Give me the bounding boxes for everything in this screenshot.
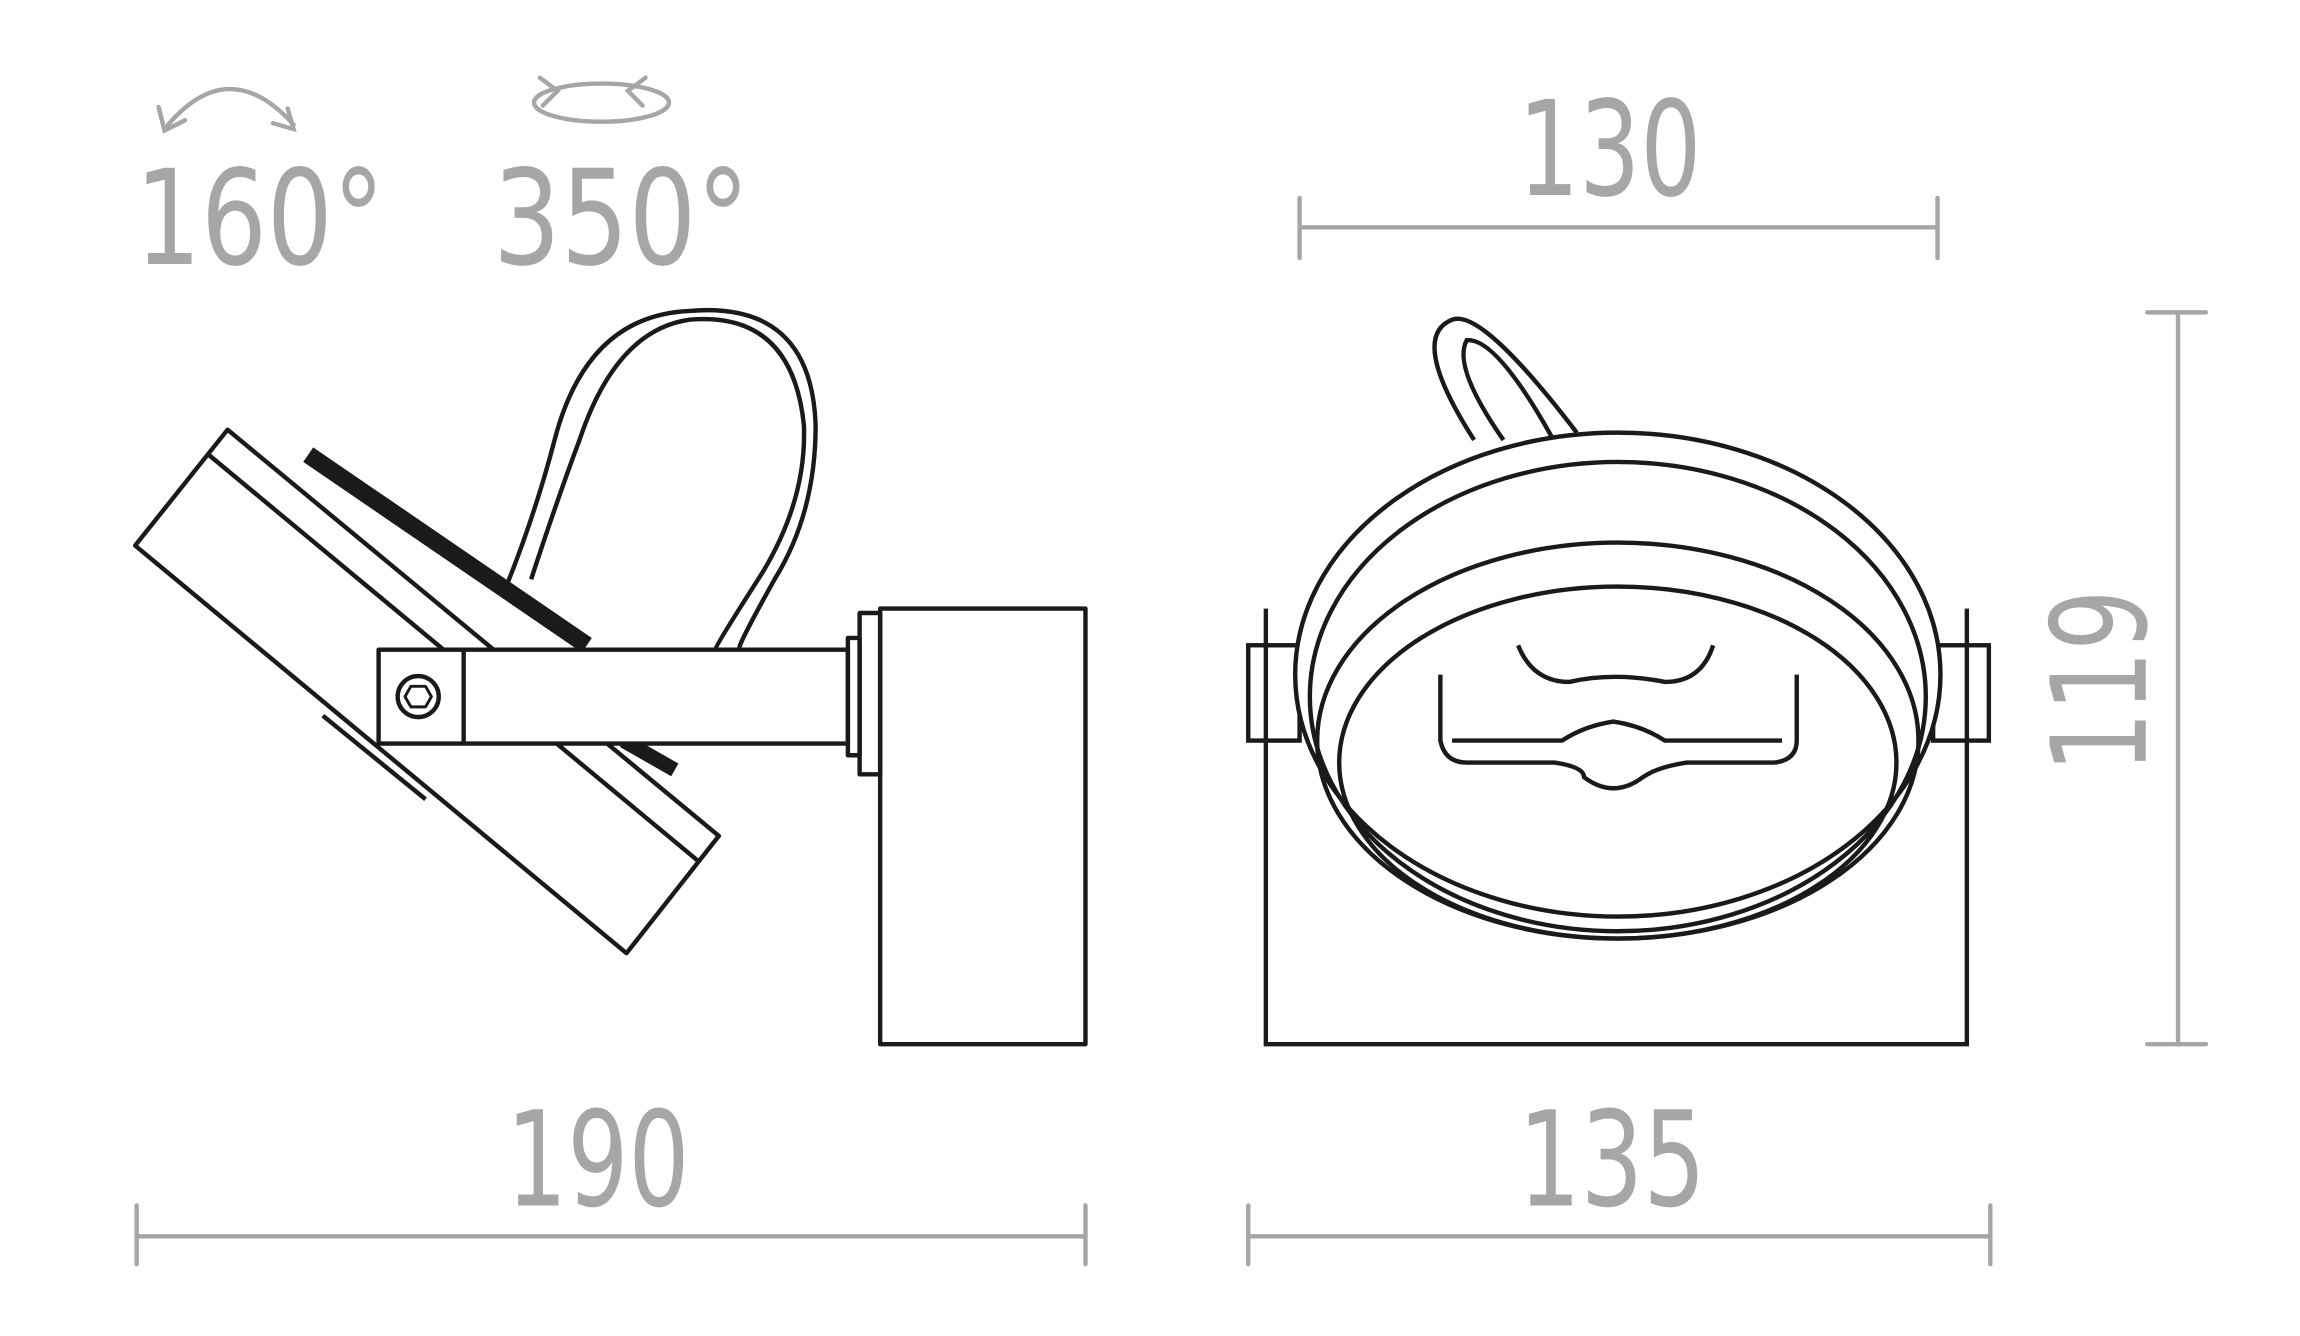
dimension-line-135 <box>1246 1203 1993 1267</box>
dimension-line-190 <box>134 1203 1088 1267</box>
dimension-130-label: 130 <box>1518 73 1701 227</box>
rotation-angle-label: 350° <box>493 142 750 296</box>
front-view <box>1246 316 1992 1047</box>
dimension-line-119 <box>2145 310 2209 1047</box>
dimension-135-label: 135 <box>1518 1083 1706 1237</box>
dimension-line-130 <box>1297 195 1940 261</box>
dimension-190-label: 190 <box>506 1083 689 1237</box>
rotate-ellipse-arrows-icon <box>531 75 672 124</box>
tilt-angle-label: 160° <box>135 142 384 296</box>
dimension-119-label: 119 <box>2024 590 2178 773</box>
tilt-arc-arrows-icon <box>156 86 297 134</box>
side-view <box>132 307 1088 1047</box>
